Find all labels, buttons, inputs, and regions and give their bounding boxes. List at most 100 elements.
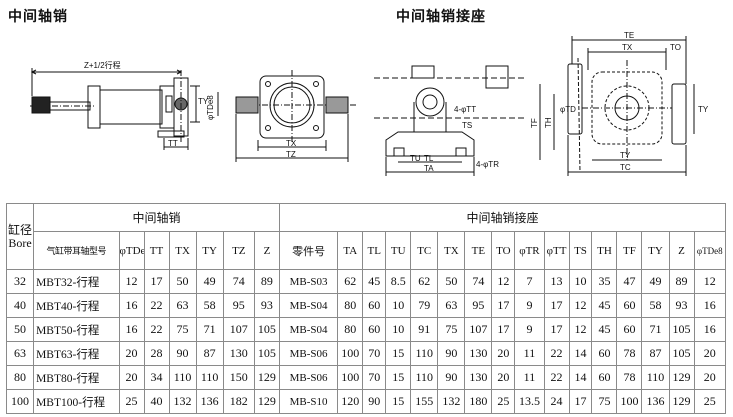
part-cell: MB-S10 (278, 389, 339, 414)
value-cell: 71 (641, 317, 670, 342)
value-cell: 12 (118, 269, 145, 294)
group-bracket: 中间轴销接座 (278, 203, 727, 232)
value-cell: 17 (143, 269, 170, 294)
value-cell: 10 (568, 269, 593, 294)
value-cell: 20 (118, 365, 145, 390)
value-cell: 95 (222, 293, 255, 318)
value-cell: 155 (410, 389, 439, 414)
value-cell: 58 (195, 293, 224, 318)
technical-drawings: Z+1/2行程 TT TY φTDe8 TX TZ TU TL TA 4-φTR… (30, 31, 709, 176)
title-trunnion-bracket: 中间轴销接座 (396, 9, 486, 25)
col-header: TO (491, 231, 516, 270)
label-ty-right: TY (698, 105, 709, 114)
part-cell: MB-S04 (278, 293, 339, 318)
value-cell: 16 (118, 317, 145, 342)
value-cell: 90 (437, 341, 466, 366)
value-cell: 10 (385, 317, 412, 342)
part-header: 零件号 (278, 231, 339, 270)
spec-table: 缸径 Bore 中间轴销 中间轴销接座 气缸带耳轴型号 φTDe8 TT TX … (5, 203, 727, 414)
bore-cell: 32 (5, 269, 35, 294)
value-cell: 100 (337, 365, 364, 390)
label-ta: TA (424, 164, 434, 173)
bore-header: 缸径 Bore (5, 203, 35, 270)
value-cell: 130 (464, 365, 493, 390)
label-tx: TX (286, 139, 297, 148)
value-cell: 20 (491, 365, 516, 390)
value-cell: 20 (693, 341, 727, 366)
value-cell: 110 (168, 365, 197, 390)
part-cell: MB-S06 (278, 365, 339, 390)
value-cell: 45 (362, 269, 387, 294)
value-cell: 47 (616, 269, 643, 294)
value-cell: 93 (668, 293, 695, 318)
col-header: TC (410, 231, 439, 270)
value-cell: 130 (222, 341, 255, 366)
col-header: TH (591, 231, 618, 270)
value-cell: 129 (668, 389, 695, 414)
label-td: φTDe8 (206, 95, 215, 120)
sub-header-row: 气缸带耳轴型号 φTDe8 TT TX TY TZ Z 零件号 TA TL TU… (7, 231, 727, 270)
value-cell: 62 (410, 269, 439, 294)
part-cell: MB-S03 (278, 269, 339, 294)
value-cell: 50 (437, 269, 466, 294)
value-cell: 20 (491, 341, 516, 366)
value-cell: 80 (337, 317, 364, 342)
col-header: TE (464, 231, 493, 270)
value-cell: 110 (410, 341, 439, 366)
bore-cell: 100 (5, 389, 35, 414)
value-cell: 78 (616, 365, 643, 390)
cylinder-side-view (30, 68, 219, 150)
value-cell: 40 (143, 389, 170, 414)
value-cell: 17 (491, 317, 516, 342)
label-4tt: 4-φTT (454, 105, 476, 114)
value-cell: 16 (693, 317, 727, 342)
value-cell: 74 (464, 269, 493, 294)
label-to: TO (670, 43, 681, 52)
value-cell: 9 (514, 317, 545, 342)
label-tt: TT (168, 139, 178, 148)
value-cell: 130 (464, 341, 493, 366)
value-cell: 87 (641, 341, 670, 366)
value-cell: 90 (437, 365, 466, 390)
label-te: TE (624, 31, 634, 40)
part-cell: MB-S04 (278, 317, 339, 342)
value-cell: 17 (568, 389, 593, 414)
bore-cell: 80 (5, 365, 35, 390)
value-cell: 13.5 (514, 389, 545, 414)
value-cell: 136 (195, 389, 224, 414)
value-cell: 75 (168, 317, 197, 342)
bracket-top-view (539, 36, 695, 176)
value-cell: 105 (253, 317, 280, 342)
value-cell: 105 (253, 341, 280, 366)
value-cell: 10 (385, 293, 412, 318)
value-cell: 15 (385, 389, 412, 414)
value-cell: 24 (543, 389, 570, 414)
value-cell: 9 (514, 293, 545, 318)
value-cell: 14 (568, 341, 593, 366)
bore-header-en: Bore (8, 235, 32, 250)
value-cell: 49 (195, 269, 224, 294)
col-header: TY (641, 231, 670, 270)
bore-cell: 63 (5, 341, 35, 366)
col-header: φTT (543, 231, 570, 270)
value-cell: 107 (222, 317, 255, 342)
value-cell: 79 (410, 293, 439, 318)
col-header: TS (568, 231, 593, 270)
col-header: Z (668, 231, 695, 270)
value-cell: 74 (222, 269, 255, 294)
value-cell: 89 (253, 269, 280, 294)
label-tf: TF (530, 118, 539, 128)
value-cell: 50 (168, 269, 197, 294)
label-tl: TL (424, 154, 434, 163)
value-cell: 93 (253, 293, 280, 318)
value-cell: 20 (693, 365, 727, 390)
value-cell: 12 (568, 317, 593, 342)
model-header: 气缸带耳轴型号 (33, 231, 120, 270)
label-ty: TY (198, 97, 209, 106)
bracket-front-view (374, 65, 525, 176)
col-header: φTR (514, 231, 545, 270)
